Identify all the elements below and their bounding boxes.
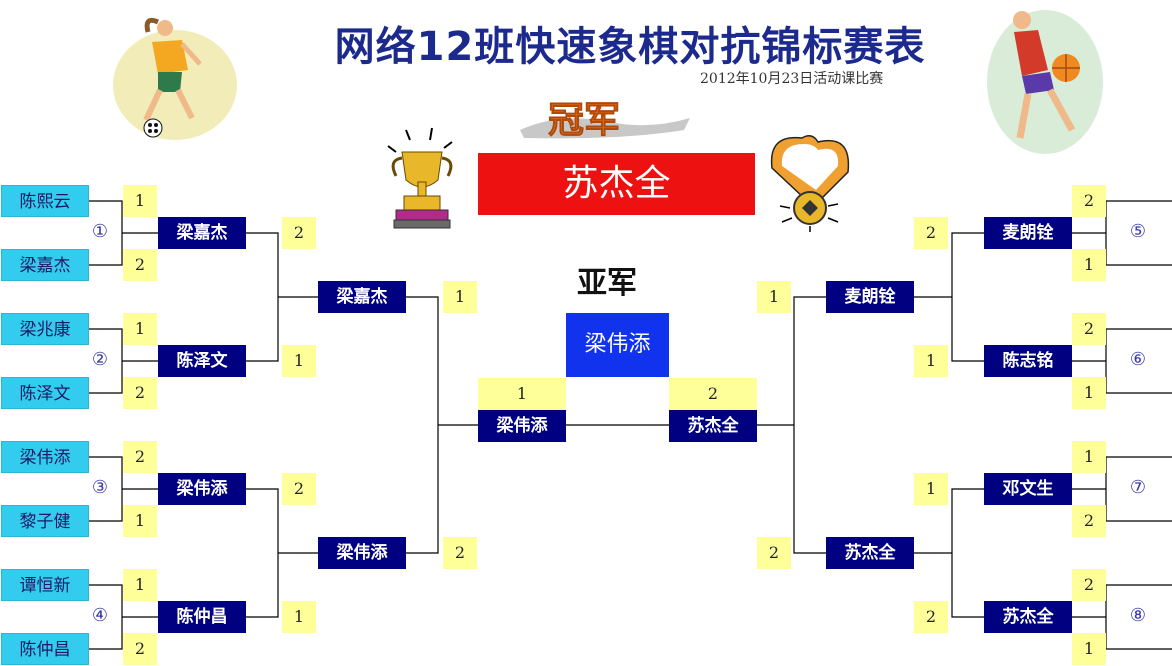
right-finalist: 苏杰全: [669, 410, 757, 442]
right-entrant-score-2: 1: [1072, 249, 1106, 281]
left-entrant-score-6: 1: [123, 505, 157, 537]
left-entrant-5: 梁伟添: [1, 441, 89, 473]
right-entrant-score-3: 2: [1072, 313, 1106, 345]
right-entrant-score-6: 2: [1072, 505, 1106, 537]
right-group-number-5: ⑤: [1129, 221, 1147, 242]
runner-up-name: 梁伟添: [566, 313, 669, 377]
left-group-number-1: ①: [91, 221, 109, 242]
basketball-player-illustration: [987, 10, 1103, 154]
left-round2-player-3: 梁伟添: [158, 473, 246, 505]
page-subtitle: 2012年10月23日活动课比赛: [700, 71, 884, 87]
left-semi-score-2: 2: [443, 537, 477, 569]
right-group-number-6: ⑥: [1129, 349, 1147, 370]
left-final-score: 1: [478, 378, 566, 410]
right-semi-player-1: 麦朗铨: [826, 281, 914, 313]
right-entrant-score-5: 1: [1072, 441, 1106, 473]
left-round2-player-2: 陈泽文: [158, 345, 246, 377]
left-entrant-1: 陈熙云: [1, 185, 89, 217]
left-entrant-score-8: 2: [123, 633, 157, 665]
page-title: 网络12班快速象棋对抗锦标赛表: [334, 24, 926, 70]
medal-icon: [770, 135, 850, 232]
runner-up-label: 亚军: [577, 266, 637, 301]
left-entrant-score-4: 2: [123, 377, 157, 409]
right-semi-player-2: 苏杰全: [826, 537, 914, 569]
left-round2-score-1: 2: [282, 217, 316, 249]
left-entrant-score-1: 1: [123, 185, 157, 217]
left-semi-score-1: 1: [443, 281, 477, 313]
left-finalist: 梁伟添: [478, 410, 566, 442]
left-round2-score-4: 1: [282, 601, 316, 633]
champion-name: 苏杰全: [478, 153, 755, 215]
left-entrant-3: 梁兆康: [1, 313, 89, 345]
left-entrant-score-2: 2: [123, 249, 157, 281]
right-final-score: 2: [669, 378, 757, 410]
left-semi-player-2: 梁伟添: [318, 537, 406, 569]
left-group-number-2: ②: [91, 349, 109, 370]
right-semi-score-1: 1: [757, 281, 791, 313]
left-round2-score-3: 2: [282, 473, 316, 505]
right-group-number-8: ⑧: [1129, 605, 1147, 626]
left-semi-player-1: 梁嘉杰: [318, 281, 406, 313]
champion-label: 冠军: [520, 96, 690, 142]
left-group-number-3: ③: [91, 477, 109, 498]
right-round2-score-4: 2: [914, 601, 948, 633]
left-entrant-4: 陈泽文: [1, 377, 89, 409]
left-group-number-4: ④: [91, 605, 109, 626]
left-entrant-8: 陈仲昌: [1, 633, 89, 665]
right-round2-player-3: 邓文生: [984, 473, 1072, 505]
left-round2-score-2: 1: [282, 345, 316, 377]
right-semi-score-2: 2: [757, 537, 791, 569]
left-entrant-score-7: 1: [123, 569, 157, 601]
right-round2-score-1: 2: [914, 217, 948, 249]
left-entrant-score-5: 2: [123, 441, 157, 473]
left-entrant-6: 黎子健: [1, 505, 89, 537]
trophy-icon: [387, 127, 453, 229]
right-round2-score-2: 1: [914, 345, 948, 377]
right-group-number-7: ⑦: [1129, 477, 1147, 498]
right-round2-player-4: 苏杰全: [984, 601, 1072, 633]
right-entrant-score-4: 1: [1072, 377, 1106, 409]
left-entrant-2: 梁嘉杰: [1, 249, 89, 281]
left-round2-player-4: 陈仲昌: [158, 601, 246, 633]
left-entrant-7: 谭恒新: [1, 569, 89, 601]
champion-label-text: 冠军: [548, 100, 620, 141]
soccer-player-illustration: [113, 17, 237, 140]
left-round2-player-1: 梁嘉杰: [158, 217, 246, 249]
left-entrant-score-3: 1: [123, 313, 157, 345]
right-round2-score-3: 1: [914, 473, 948, 505]
right-entrant-score-8: 1: [1072, 633, 1106, 665]
right-round2-player-2: 陈志铭: [984, 345, 1072, 377]
right-round2-player-1: 麦朗铨: [984, 217, 1072, 249]
right-entrant-score-1: 2: [1072, 185, 1106, 217]
right-entrant-score-7: 2: [1072, 569, 1106, 601]
